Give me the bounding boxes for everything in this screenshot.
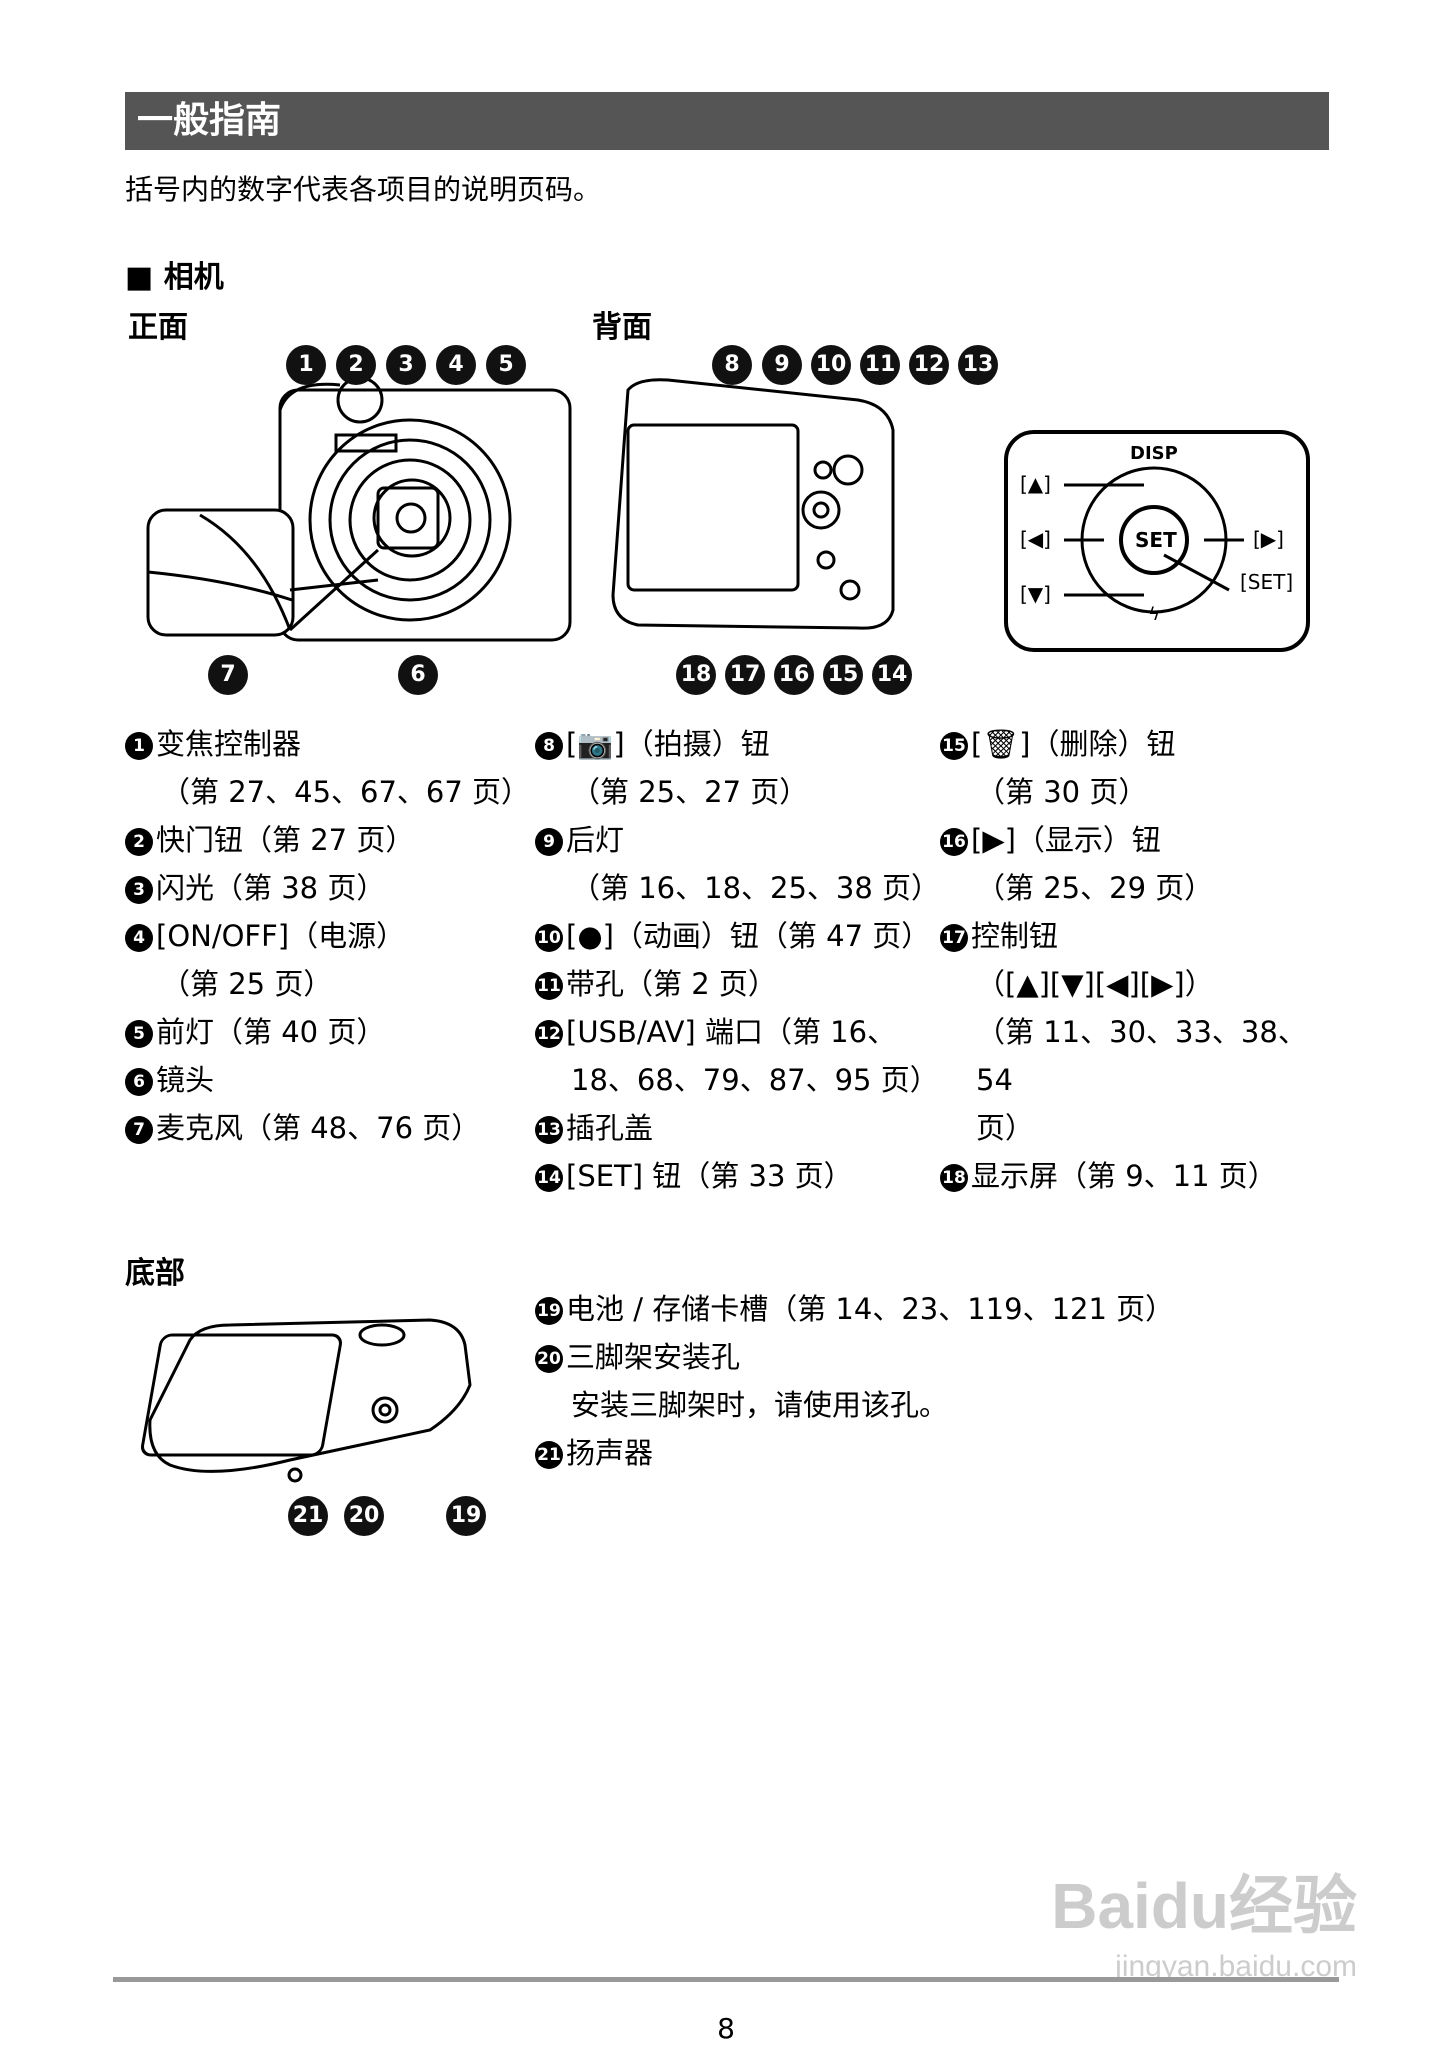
callout-11: 11 xyxy=(860,345,900,385)
footer-divider xyxy=(113,1977,1339,1982)
legend-item: 10[●]（动画）钮（第 47 页） xyxy=(535,912,935,960)
callout-4: 4 xyxy=(436,345,476,385)
back-label: 背面 xyxy=(592,310,652,345)
callout-8: 8 xyxy=(712,345,752,385)
legend-item: 14[SET] 钮（第 33 页） xyxy=(535,1152,935,1200)
section-camera-heading: ■ 相机 xyxy=(125,260,224,295)
legend-column-3: 15[🗑]（删除）钮 （第 30 页） 16[▶]（显示）钮 （第 25、29 … xyxy=(940,720,1340,1200)
callout-21: 21 xyxy=(288,1496,328,1536)
callout-6: 6 xyxy=(398,655,438,695)
svg-text:ϟ: ϟ xyxy=(1148,604,1160,625)
front-camera-illustration xyxy=(146,376,572,642)
page-title: 一般指南 xyxy=(125,92,1329,150)
dpad-inset: ϟ xyxy=(1004,430,1310,652)
front-label: 正面 xyxy=(128,310,188,345)
watermark-logo: Baidu经验 xyxy=(1051,1870,1357,1942)
legend-subtext: （第 11、30、33、38、54 xyxy=(976,1015,1307,1097)
callout-17: 17 xyxy=(725,655,765,695)
callout-7: 7 xyxy=(208,655,248,695)
legend-subtext: （第 25 页） xyxy=(161,967,333,1001)
callout-12: 12 xyxy=(909,345,949,385)
callout-5: 5 xyxy=(486,345,526,385)
callout-19: 19 xyxy=(446,1496,486,1536)
callout-10: 10 xyxy=(811,345,851,385)
legend-subtext: （第 27、45、67、67 页） xyxy=(161,775,531,809)
dpad-left-label: [◀] xyxy=(1020,527,1051,551)
legend-subtext: （第 30 页） xyxy=(976,775,1148,809)
callout-13: 13 xyxy=(958,345,998,385)
legend-subtext: 页） xyxy=(976,1111,1035,1145)
dpad-set-bracket-label: [SET] xyxy=(1240,570,1294,594)
dpad-down-label: [▼] xyxy=(1020,582,1051,606)
legend-item: 16[▶]（显示）钮 xyxy=(940,816,1340,864)
callout-9: 9 xyxy=(762,345,802,385)
dpad-disp-label: DISP xyxy=(1130,443,1178,464)
page-number: 8 xyxy=(717,2012,735,2045)
legend-subtext: （第 25、29 页） xyxy=(976,871,1214,905)
legend-item: 15[🗑]（删除）钮 xyxy=(940,720,1340,768)
dpad-set-label: SET xyxy=(1135,528,1177,552)
bottom-camera-illustration xyxy=(140,1318,472,1483)
dpad-up-label: [▲] xyxy=(1020,472,1051,496)
callout-20: 20 xyxy=(344,1496,384,1536)
legend-subtext: （[▲][▼][◀][▶]） xyxy=(976,967,1214,1001)
legend-subtext: （第 25、27 页） xyxy=(571,775,809,809)
callout-18: 18 xyxy=(676,655,716,695)
callout-3: 3 xyxy=(386,345,426,385)
callout-2: 2 xyxy=(336,345,376,385)
dpad-right-label: [▶] xyxy=(1253,527,1284,551)
callout-14: 14 xyxy=(872,655,912,695)
callout-15: 15 xyxy=(823,655,863,695)
back-camera-illustration xyxy=(611,378,895,630)
legend-item: 8[📷]（拍摄）钮 xyxy=(535,720,935,768)
legend-item: 12[USB/AV] 端口（第 16、 xyxy=(535,1008,935,1056)
legend-subtext: 18、68、79、87、95 页） xyxy=(571,1063,939,1097)
bottom-label: 底部 xyxy=(125,1256,185,1291)
legend-subtext: （第 16、18、25、38 页） xyxy=(571,871,941,905)
legend-subtext: 安装三脚架时，请使用该孔。 xyxy=(571,1388,949,1422)
callout-16: 16 xyxy=(774,655,814,695)
callout-1: 1 xyxy=(286,345,326,385)
intro-text: 括号内的数字代表各项目的说明页码。 xyxy=(125,173,602,206)
legend-item: 4[ON/OFF]（电源） xyxy=(125,912,525,960)
